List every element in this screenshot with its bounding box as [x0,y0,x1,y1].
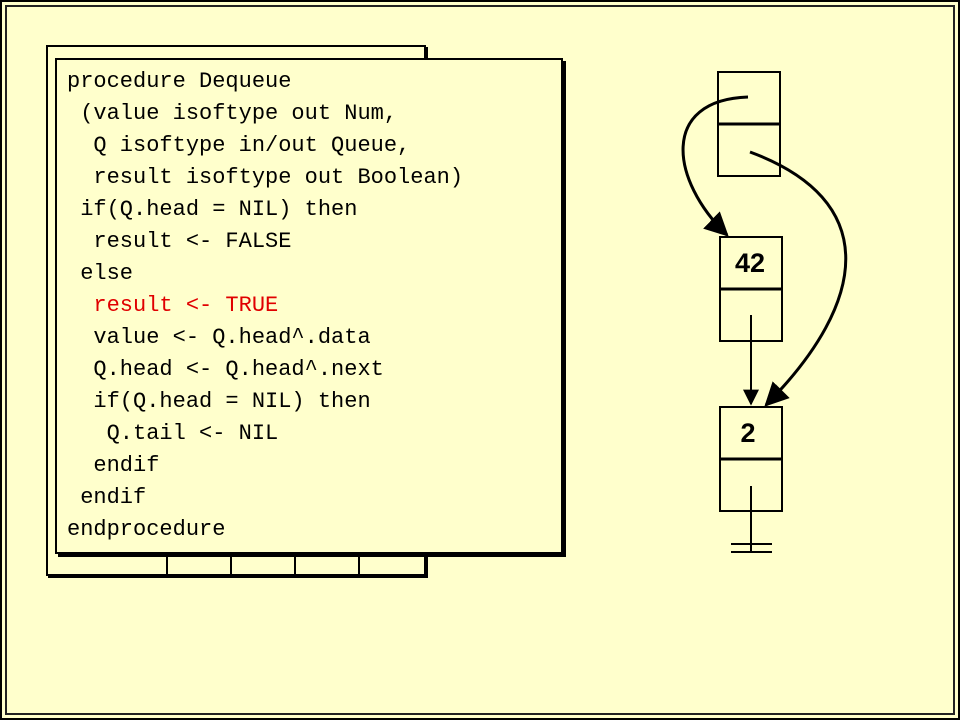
node-data-label: 2 [740,418,755,448]
code-line: result isoftype out Boolean) [67,165,464,190]
code-line: else [67,261,134,286]
code-line: endif [67,453,160,478]
code-line-highlighted: result <- TRUE [67,293,279,318]
code-line: Q isoftype in/out Queue, [67,133,411,158]
code-line: procedure Dequeue [67,69,292,94]
nil-ground-symbol [731,486,772,553]
code-line: Q.head <- Q.head^.next [67,357,384,382]
code-line: Q.tail <- NIL [67,421,279,446]
code-line: endprocedure [67,517,226,542]
slide-frame [5,5,955,715]
code-line: endif [67,485,147,510]
code-card: procedure Dequeue (value isoftype out Nu… [55,58,563,554]
tail-pointer-arrow [749,150,848,407]
code-line: (value isoftype out Num, [67,101,398,126]
code-line: result <- FALSE [67,229,292,254]
dequeue-procedure-code: procedure Dequeue (value isoftype out Nu… [67,66,463,546]
code-line: value <- Q.head^.data [67,325,371,350]
node-data-label: 42 [735,248,765,278]
head-pointer-arrow [681,95,749,237]
code-line: if(Q.head = NIL) then [67,197,358,222]
code-line: if(Q.head = NIL) then [67,389,371,414]
